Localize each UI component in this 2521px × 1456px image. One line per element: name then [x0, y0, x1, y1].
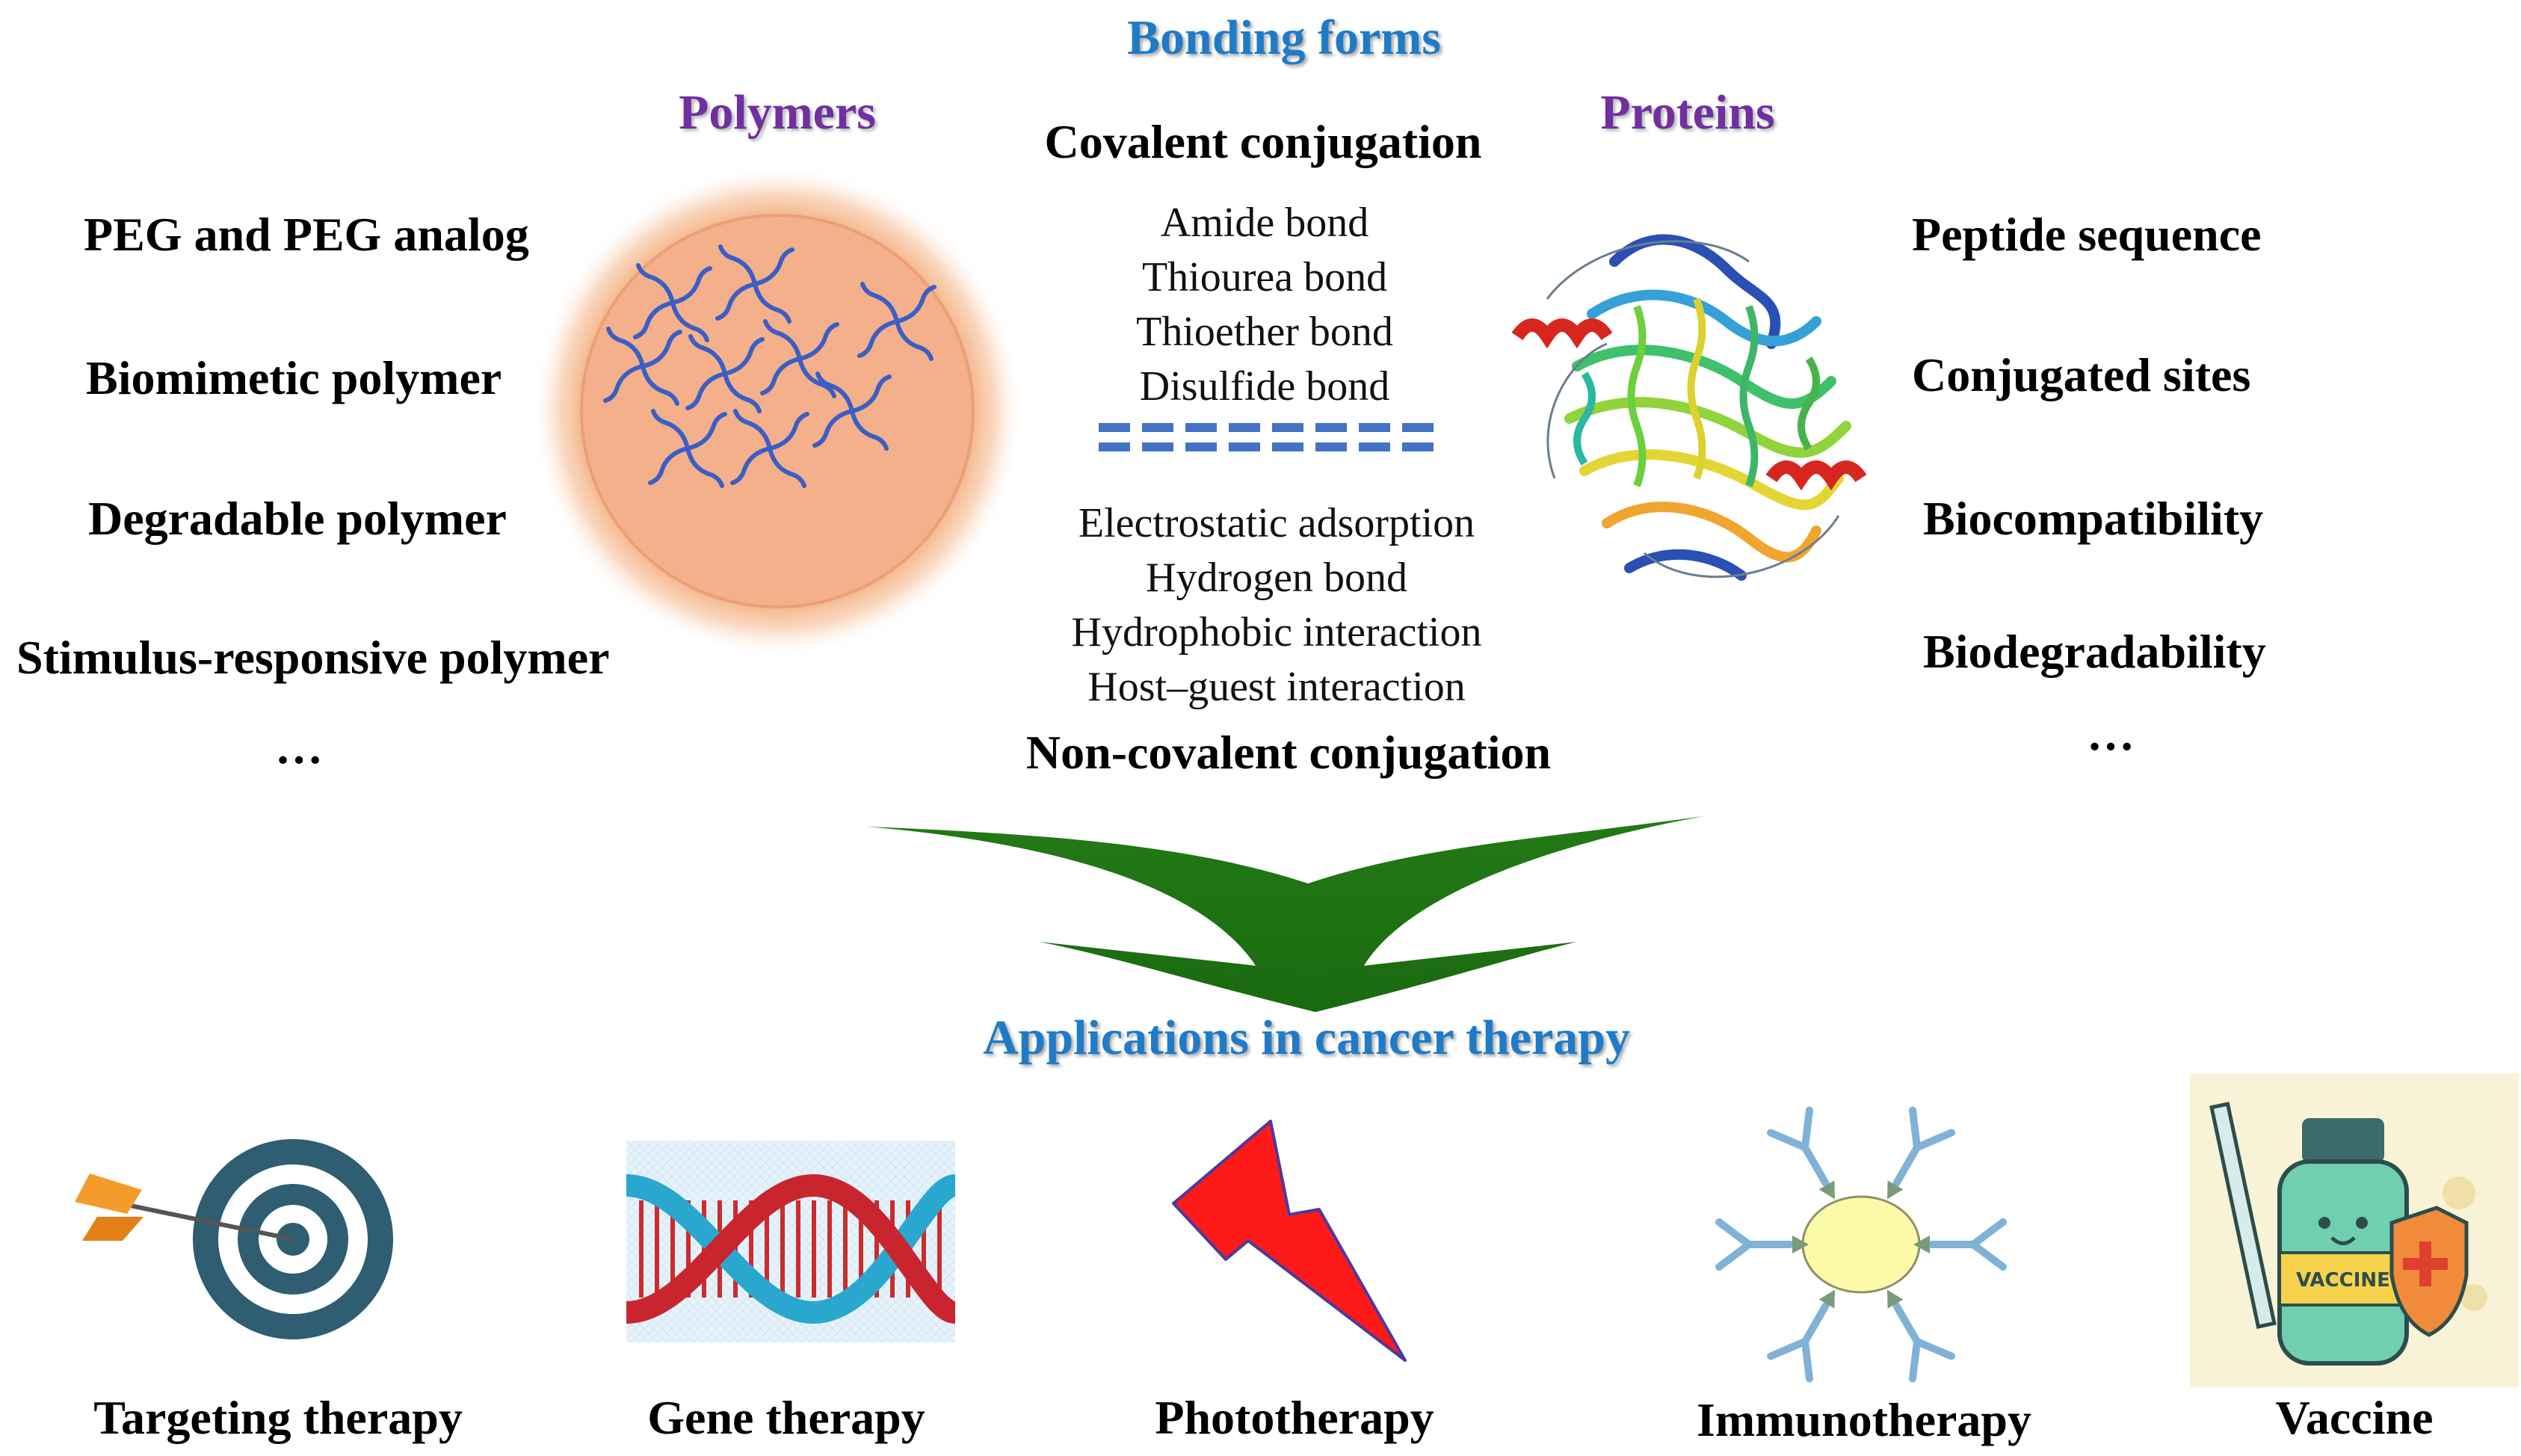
divider-dash	[1359, 442, 1390, 451]
divider-dash	[1099, 442, 1130, 451]
app-label-targeting: Targeting therapy	[93, 1391, 463, 1444]
antibody-cell-icon	[1715, 1106, 2007, 1383]
divider-dash	[1142, 423, 1173, 432]
app-label-vaccine: Vaccine	[2275, 1391, 2434, 1444]
divider-dash	[1359, 423, 1390, 432]
divider-dash	[1185, 423, 1217, 432]
bond-disulfide: Disulfide bond	[1139, 363, 1390, 410]
divider-dash	[1402, 423, 1434, 432]
divider-dash	[1099, 423, 1130, 432]
bond-divider	[1099, 423, 1434, 451]
divider-dash	[1229, 442, 1260, 451]
bond-hydrogen: Hydrogen bond	[1146, 555, 1407, 601]
divider-dash	[1402, 442, 1434, 451]
polymer-chain	[685, 334, 765, 413]
protein-item-biodegradability: Biodegradability	[1923, 625, 2266, 678]
bonding-forms-title: Bonding forms	[1127, 10, 1441, 65]
polymer-item-peg: PEG and PEG analog	[84, 208, 529, 261]
bond-hydrophobic: Hydrophobic interaction	[1071, 609, 1482, 655]
polymer-sphere-illustration	[531, 164, 1024, 658]
protein-item-biocompatibility: Biocompatibility	[1923, 492, 2264, 545]
divider-dash	[1272, 442, 1303, 451]
bond-electrostatic: Electrostatic adsorption	[1078, 500, 1475, 546]
vaccine-bottle-icon: VACCINE	[2190, 1073, 2519, 1387]
polymer-item-stimulus: Stimulus-responsive polymer	[16, 631, 610, 684]
polymer-chain	[730, 409, 809, 488]
green-funnel-arrow	[867, 816, 1704, 1012]
protein-item-ellipsis: …	[2087, 707, 2135, 760]
covalent-heading: Covalent conjugation	[1044, 115, 1482, 168]
lightning-bolt-icon	[1172, 1120, 1407, 1362]
polymer-chain	[715, 244, 794, 324]
dna-helix-icon	[625, 1141, 958, 1342]
antibody	[1887, 1289, 1955, 1383]
proteins-heading: Proteins	[1600, 85, 1775, 140]
divider-dash	[1142, 442, 1173, 451]
protein-item-conjugated: Conjugated sites	[1912, 348, 2251, 401]
polymer-item-biomimetic: Biomimetic polymer	[86, 351, 502, 404]
bond-amide: Amide bond	[1160, 200, 1369, 246]
polymers-heading: Polymers	[679, 85, 876, 140]
polymer-chain	[760, 319, 839, 398]
app-label-photo: Phototherapy	[1155, 1391, 1434, 1444]
divider-dash	[1229, 423, 1260, 432]
app-label-gene: Gene therapy	[647, 1391, 925, 1444]
protein-item-peptide: Peptide sequence	[1912, 208, 2262, 261]
divider-dash	[1272, 423, 1303, 432]
applications-title: Applications in cancer therapy	[983, 1011, 1630, 1065]
antibody	[1887, 1106, 1955, 1200]
polymer-chain	[812, 371, 892, 451]
noncovalent-heading: Non-covalent conjugation	[1025, 726, 1552, 779]
divider-dash	[1185, 442, 1217, 451]
bond-thiourea: Thiourea bond	[1141, 254, 1388, 300]
polymer-chain	[633, 263, 712, 342]
polymer-item-ellipsis: …	[275, 721, 323, 774]
antibody	[1767, 1289, 1835, 1383]
polymer-chain	[857, 282, 936, 361]
antibody	[1715, 1218, 1809, 1271]
polymer-chain	[603, 327, 682, 406]
polymer-chain	[648, 409, 727, 488]
divider-dash	[1315, 442, 1347, 451]
antibody	[1913, 1218, 2007, 1271]
vaccine-bottle-label: VACCINE	[2296, 1269, 2390, 1292]
bond-thioether: Thioether bond	[1136, 309, 1393, 355]
bond-host-guest: Host–guest interaction	[1087, 664, 1466, 710]
antibody	[1767, 1106, 1835, 1200]
target-dartboard-icon	[75, 1139, 393, 1339]
divider-dash	[1315, 423, 1347, 432]
polymer-item-degradable: Degradable polymer	[88, 492, 507, 545]
protein-structure-illustration	[1511, 234, 1867, 581]
app-label-immuno: Immunotherapy	[1696, 1393, 2032, 1446]
